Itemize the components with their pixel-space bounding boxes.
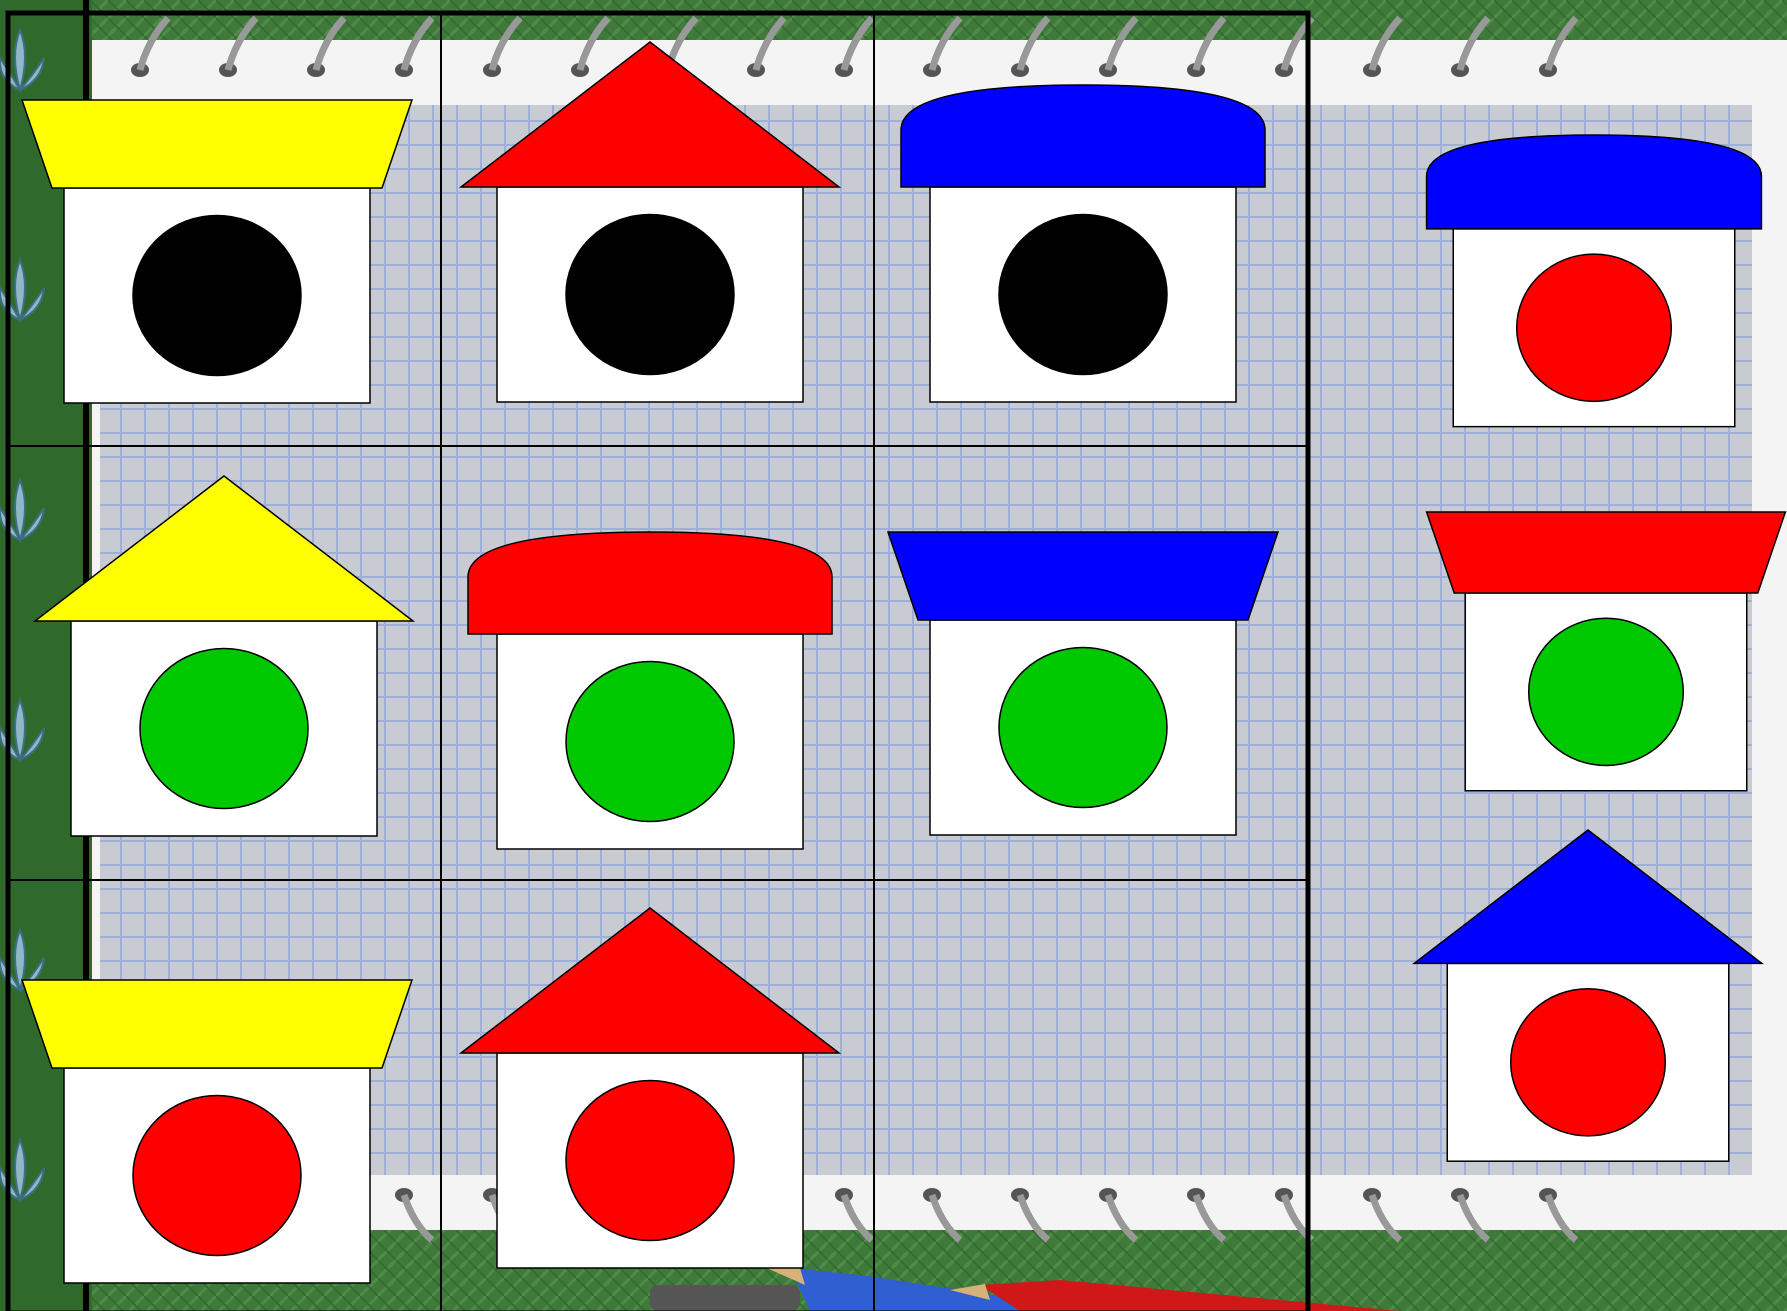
round-window — [140, 649, 308, 809]
answer-option-house[interactable] — [1427, 135, 1762, 427]
trapezoid-roof — [22, 980, 412, 1068]
dome-roof — [901, 85, 1265, 187]
answer-option-house[interactable] — [1427, 512, 1786, 791]
grid-house — [468, 532, 832, 849]
round-window — [566, 662, 734, 822]
grid-house — [22, 980, 412, 1283]
round-window — [133, 1096, 301, 1256]
trapezoid-roof — [1427, 512, 1786, 593]
round-window — [566, 215, 734, 375]
trapezoid-roof — [22, 100, 412, 188]
round-window — [566, 1081, 734, 1241]
grid-house — [901, 85, 1265, 402]
grid-house — [888, 532, 1278, 835]
round-window — [999, 648, 1167, 808]
trapezoid-roof — [888, 532, 1278, 620]
dome-roof — [1427, 135, 1762, 229]
grid-house — [22, 100, 412, 403]
round-window — [999, 215, 1167, 375]
round-window — [1517, 254, 1672, 401]
empty-answer-cell[interactable] — [878, 884, 1304, 1308]
round-window — [1511, 989, 1666, 1136]
round-window — [1529, 618, 1684, 765]
round-window — [133, 216, 301, 376]
dome-roof — [468, 532, 832, 634]
